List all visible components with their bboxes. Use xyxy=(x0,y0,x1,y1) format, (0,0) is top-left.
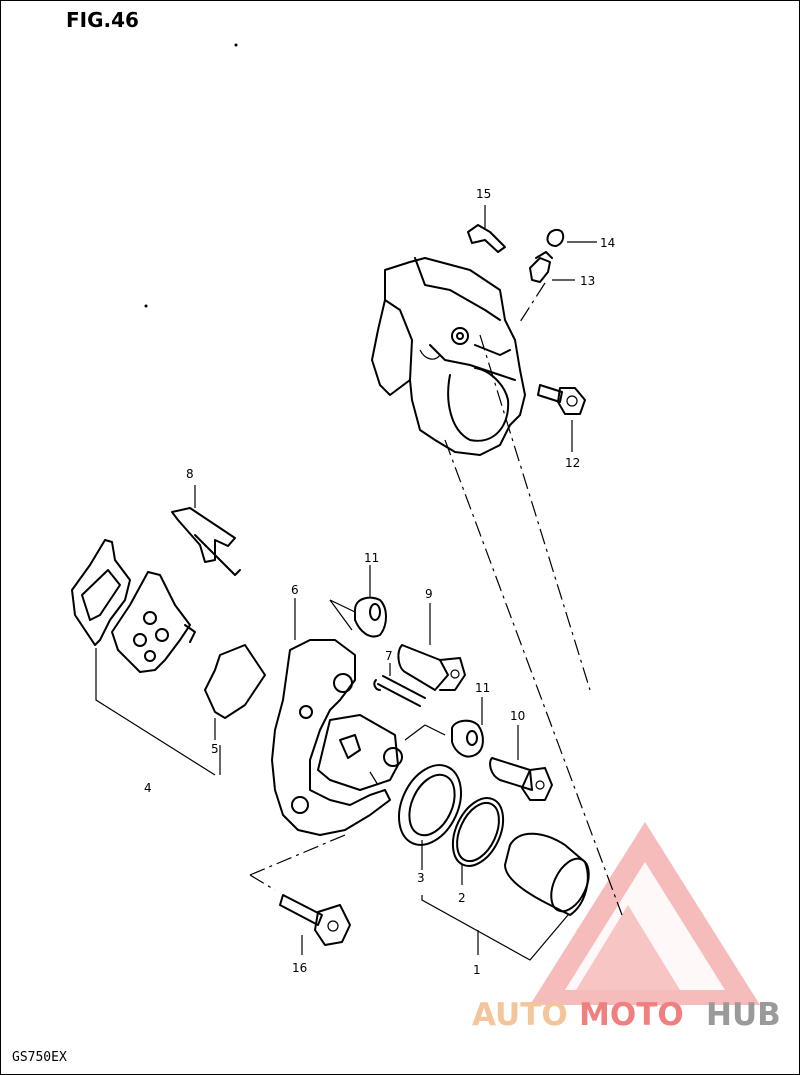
label-part-16: 16 xyxy=(292,961,307,975)
caliper-body xyxy=(371,257,526,456)
label-part-7: 7 xyxy=(385,649,393,663)
part-8-pad-clip xyxy=(171,507,241,576)
part-14-bleeder-cap xyxy=(546,228,565,247)
part-16-bolt xyxy=(279,894,351,946)
part-3-piston-seal xyxy=(398,764,462,846)
part-7-spring xyxy=(373,675,426,707)
part-10-slide-pin xyxy=(489,757,553,801)
watermark-text-hub: HUB xyxy=(706,997,781,1033)
label-part-14: 14 xyxy=(600,236,615,250)
part-12-bolt xyxy=(537,384,586,415)
label-part-2: 2 xyxy=(458,891,466,905)
part-9-slide-pin xyxy=(397,644,466,691)
label-part-12: 12 xyxy=(565,456,580,470)
watermark-text-moto: MOTO xyxy=(579,997,684,1033)
part-1-piston xyxy=(504,832,590,916)
part-11-boot-upper xyxy=(354,596,387,638)
leader-lines xyxy=(95,205,623,961)
watermark-logo: AUTO MOTO HUB xyxy=(472,822,781,1033)
label-part-10: 10 xyxy=(510,709,525,723)
label-part-1: 1 xyxy=(473,963,481,977)
part-15-pad-spring xyxy=(467,224,506,253)
label-part-9: 9 xyxy=(425,587,433,601)
part-6-caliper-bracket xyxy=(271,639,403,836)
label-part-15: 15 xyxy=(476,187,491,201)
label-part-8: 8 xyxy=(186,467,194,481)
figure-title: FIG.46 xyxy=(66,8,139,32)
part-11-boot-lower xyxy=(451,719,484,758)
label-part-4: 4 xyxy=(144,781,152,795)
watermark-text-auto: AUTO xyxy=(472,997,568,1033)
model-code: GS750EX xyxy=(12,1050,67,1065)
label-part-3: 3 xyxy=(417,871,425,885)
label-part-11-upper: 11 xyxy=(364,551,379,565)
part-13-bleeder-valve xyxy=(529,251,553,283)
part-2-dust-seal xyxy=(451,797,505,867)
part-5-pad-shim xyxy=(204,644,266,719)
label-part-5: 5 xyxy=(211,742,219,756)
label-part-13: 13 xyxy=(580,274,595,288)
label-part-6: 6 xyxy=(291,583,299,597)
label-part-11-lower: 11 xyxy=(475,681,490,695)
part-4-brake-pads xyxy=(71,539,196,673)
part-labels: 15 14 13 12 8 11 6 9 7 11 10 5 4 3 2 1 1… xyxy=(144,187,615,977)
